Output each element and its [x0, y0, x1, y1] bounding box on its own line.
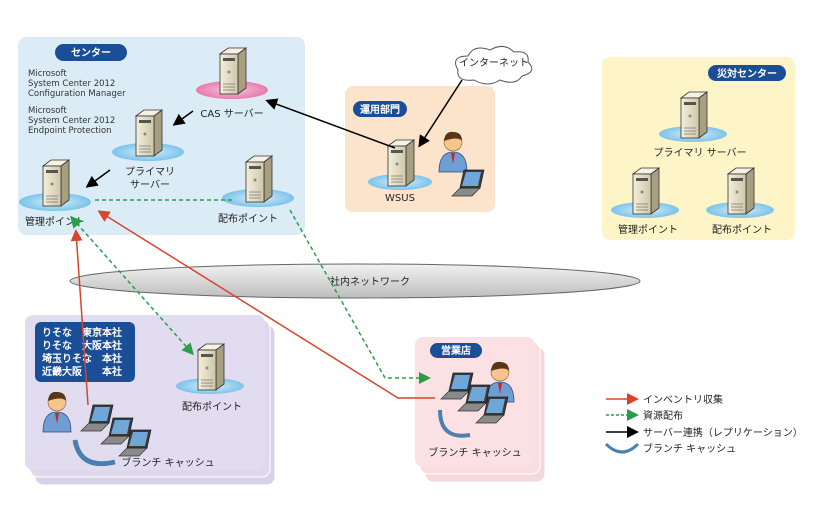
internet-label: インターネット — [459, 57, 529, 69]
cas-server-icon — [219, 47, 247, 95]
product-text: Microsoft — [28, 69, 67, 79]
product-text: System Center 2012 — [28, 116, 115, 126]
wsus-label: WSUS — [385, 193, 415, 204]
distribution-point-server-icon — [245, 155, 273, 203]
company-name: りそな 大阪本社 — [42, 339, 122, 352]
branch-cache-curve — [438, 409, 471, 438]
operations-site: 運用部門 WSUS — [345, 86, 495, 212]
branch-cache-curve — [72, 439, 116, 467]
dr-center-site: 災対センター プライマリ サーバー 管理ポイント 配布ポイント — [602, 57, 795, 240]
dr-management-server-icon — [632, 167, 660, 215]
branch-distribution-server-icon — [197, 343, 225, 391]
legend-distribution: 資源配布 — [643, 409, 683, 422]
network-label: 社内ネットワーク — [330, 275, 410, 288]
operations-title: 運用部門 — [360, 103, 400, 116]
connections — [70, 79, 463, 406]
branch-distribution-label: 配布ポイント — [182, 401, 242, 413]
primary-server-label: サーバー — [130, 179, 170, 191]
center-title: センター — [71, 47, 111, 59]
product-text: System Center 2012 — [28, 79, 115, 89]
dr-distribution-server-icon — [727, 167, 755, 215]
product-text: Microsoft — [28, 106, 67, 116]
dr-primary-label: プライマリ サーバー — [653, 147, 746, 159]
distribution-point-label: 配布ポイント — [218, 213, 278, 225]
management-point-label: 管理ポイント — [25, 215, 85, 228]
primary-server-icon — [135, 109, 163, 157]
management-point-server-icon — [42, 159, 70, 207]
sales-branch-site: 営業店 ブランチ キャッシュ — [415, 337, 546, 483]
product-text: Endpoint Protection — [28, 126, 112, 136]
legend-inventory: インベントリ収集 — [643, 393, 723, 406]
dr-management-label: 管理ポイント — [618, 223, 678, 236]
product-text: Configuration Manager — [28, 89, 126, 99]
cas-server-label: CAS サーバー — [200, 108, 263, 120]
primary-server-label: プライマリ — [125, 166, 175, 178]
sales-branch-cache-label: ブランチ キャッシュ — [428, 446, 521, 459]
center-site: センター Microsoft System Center 2012 Config… — [18, 37, 305, 235]
dr-primary-server-icon — [680, 91, 708, 139]
legend-replication: サーバー連携（レプリケーション） — [643, 426, 803, 439]
company-name: 埼玉りそな 本社 — [42, 352, 122, 365]
legend-branch-cache: ブランチ キャッシュ — [643, 442, 736, 455]
dr-distribution-label: 配布ポイント — [712, 224, 772, 236]
dr-center-title: 災対センター — [716, 67, 777, 80]
internet-cloud: インターネット — [455, 46, 533, 85]
sales-title: 営業店 — [441, 344, 471, 357]
branch-cache-label: ブランチ キャッシュ — [121, 456, 214, 469]
headquarters-site: りそな 東京本社 りそな 大阪本社 埼玉りそな 本社 近畿大阪 本社 配布ポイン… — [25, 315, 276, 486]
branch-cache-legend-icon — [604, 442, 640, 454]
company-name: 近畿大阪 本社 — [42, 365, 122, 378]
corporate-network: 社内ネットワーク — [69, 263, 641, 299]
legend: インベントリ収集 資源配布 サーバー連携（レプリケーション） ブランチ キャッシ… — [604, 393, 803, 455]
